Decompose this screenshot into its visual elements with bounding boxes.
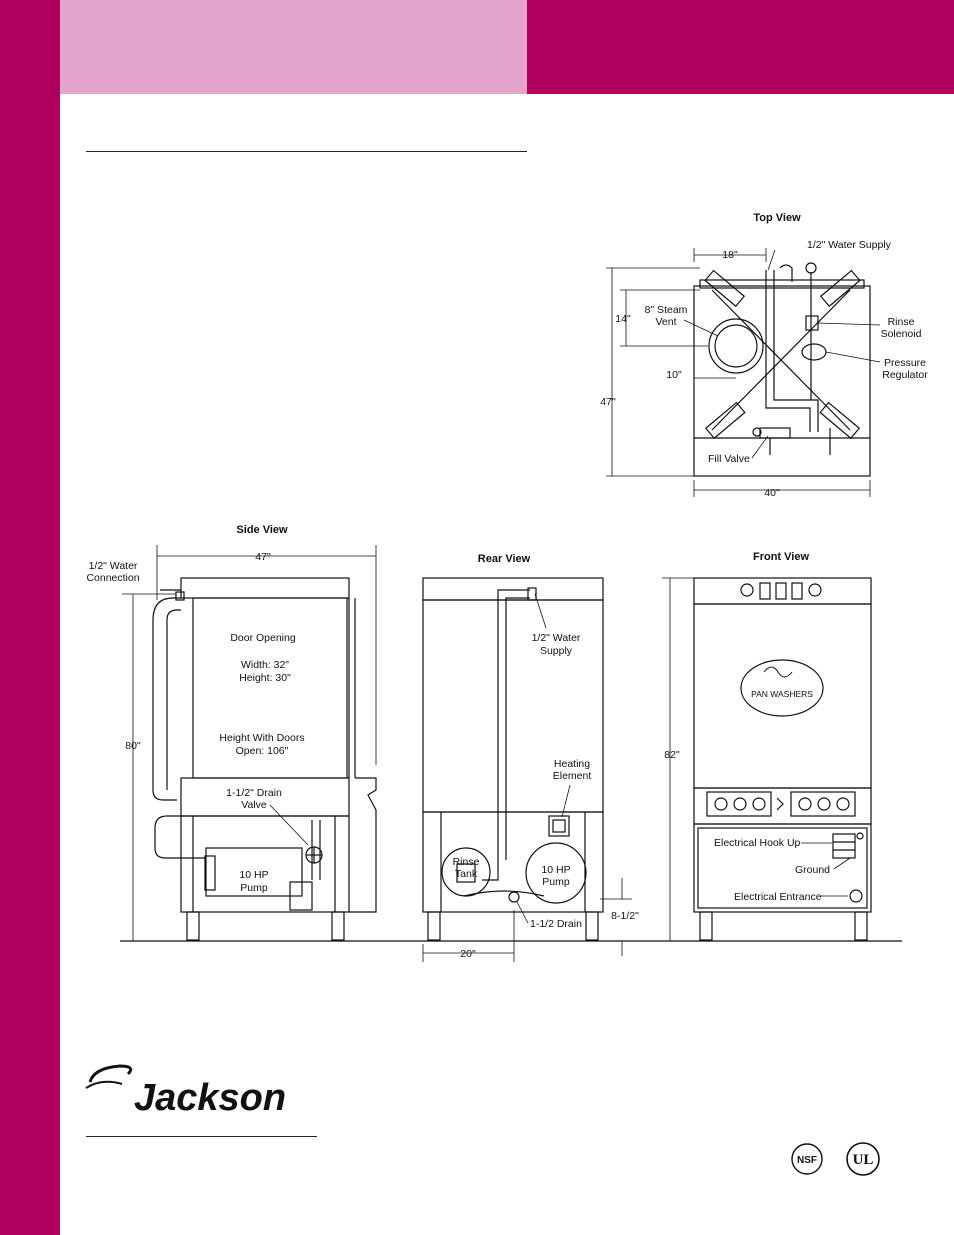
side-view-title: Side View — [236, 524, 288, 536]
nsf-logo: NSF — [790, 1142, 824, 1181]
footer-rule — [86, 1136, 317, 1137]
side-door-height: Height: 30" — [239, 672, 291, 684]
top-rinse-solenoid-label-1: Rinse — [888, 316, 915, 328]
front-view: Front View PAN WASH — [662, 551, 872, 941]
side-view: Side View — [86, 524, 902, 942]
rear-view: Rear View 1/2" Water Supply — [422, 553, 639, 962]
header-magenta-block — [527, 0, 954, 94]
nsf-text: NSF — [797, 1155, 817, 1166]
top-water-supply-label: 1/2" Water Supply — [807, 239, 892, 251]
side-drain-valve-label-1: 1-1/2" Drain — [226, 787, 282, 799]
top-view-title: Top View — [753, 212, 801, 224]
side-door-opening-label: Door Opening — [230, 632, 296, 644]
rear-water-supply-label-2: Supply — [540, 645, 573, 657]
left-accent-band — [0, 0, 60, 1235]
top-dim-47: 47" — [600, 396, 616, 408]
side-dim-80: 80" — [125, 740, 141, 752]
side-pump-label-2: Pump — [240, 882, 268, 894]
rear-rinse-tank-label-1: Rinse — [453, 856, 480, 868]
front-badge-text: PAN WASHERS — [751, 689, 813, 699]
rear-pump-label-1: 10 HP — [541, 864, 570, 876]
header-pink-block — [60, 0, 527, 94]
front-ground-label: Ground — [795, 864, 830, 876]
rear-rinse-tank-label-2: Tank — [455, 868, 478, 880]
top-rinse-solenoid-label-2: Solenoid — [881, 328, 922, 340]
top-steam-vent-label-1: 8" Steam — [645, 304, 688, 316]
rear-water-supply-label-1: 1/2" Water — [532, 632, 581, 644]
top-steam-vent-label-2: Vent — [655, 316, 676, 328]
side-water-connection-label-2: Connection — [86, 572, 139, 584]
front-hook-up-label: Electrical Hook Up — [714, 837, 801, 849]
front-entrance-label: Electrical Entrance — [734, 891, 822, 903]
side-doors-open-label-1: Height With Doors — [219, 732, 304, 744]
rear-drain-label: 1-1/2 Drain — [530, 918, 582, 930]
front-view-title: Front View — [753, 551, 809, 563]
front-dim-82: 82" — [664, 749, 680, 761]
ul-logo: UL — [844, 1140, 882, 1183]
side-doors-open-label-2: Open: 106" — [236, 745, 289, 757]
jackson-wordmark: Jackson — [134, 1077, 286, 1118]
rear-heating-element-label-2: Element — [553, 770, 592, 782]
side-dim-47: 47" — [255, 551, 271, 563]
side-pump-label-1: 10 HP — [239, 869, 268, 881]
top-dim-18: 18" — [722, 249, 738, 261]
side-water-connection-label-1: 1/2" Water — [89, 560, 138, 572]
rear-view-title: Rear View — [478, 553, 531, 565]
top-pressure-regulator-label-1: Pressure — [884, 357, 926, 369]
rear-heating-element-label-1: Heating — [554, 758, 590, 770]
rear-dim-20: 20" — [460, 948, 476, 960]
header-rule — [86, 151, 527, 152]
side-drain-valve-label-2: Valve — [241, 799, 267, 811]
side-door-width: Width: 32" — [241, 659, 289, 671]
top-pressure-regulator-label-2: Regulator — [882, 369, 928, 381]
top-dim-14: 14" — [615, 313, 631, 325]
jackson-logo: Jackson — [82, 1058, 322, 1123]
rear-dim-8-half: 8-1/2" — [611, 910, 639, 922]
top-dim-40: 40" — [764, 487, 780, 499]
ul-text: UL — [853, 1152, 874, 1168]
top-dim-10: 10" — [666, 369, 682, 381]
top-view: Top View — [600, 212, 928, 499]
top-fill-valve-label: Fill Valve — [708, 453, 750, 465]
rear-pump-label-2: Pump — [542, 876, 570, 888]
